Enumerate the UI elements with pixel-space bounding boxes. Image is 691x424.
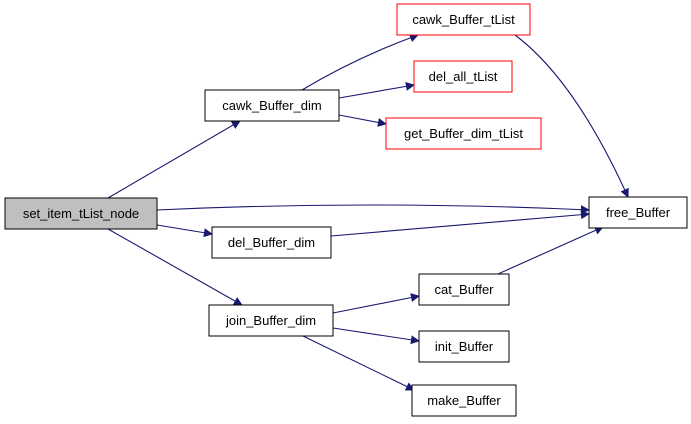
edge-cawk_Buffer_tList-to-free_Buffer: [514, 34, 629, 198]
edge-join_Buffer_dim-to-cat_Buffer: [332, 293, 420, 314]
edge-arrow: [302, 335, 415, 391]
edge-arrow: [514, 34, 629, 198]
edge-set_item_tList_node-to-free_Buffer: [156, 204, 590, 215]
node-make_Buffer[interactable]: make_Buffer: [411, 384, 517, 417]
edge-arrow: [107, 228, 243, 306]
node-label: del_all_tList: [429, 69, 498, 84]
node-free_Buffer[interactable]: free_Buffer: [588, 196, 688, 229]
edge-arrow: [497, 226, 604, 275]
edge-arrow: [332, 293, 420, 314]
node-box[interactable]: [204, 89, 340, 122]
node-box[interactable]: [385, 117, 542, 150]
node-join_Buffer_dim[interactable]: join_Buffer_dim: [208, 304, 334, 337]
edge-arrow: [332, 327, 420, 345]
edge-arrow: [156, 224, 213, 238]
edge-join_Buffer_dim-to-init_Buffer: [332, 327, 420, 345]
node-label: init_Buffer: [435, 339, 494, 354]
node-box[interactable]: [588, 196, 688, 229]
edge-cawk_Buffer_dim-to-get_Buffer_dim_tList: [338, 114, 387, 127]
node-box[interactable]: [4, 197, 158, 230]
node-label: free_Buffer: [606, 205, 671, 220]
node-label: set_item_tList_node: [23, 206, 139, 221]
node-cawk_Buffer_dim[interactable]: cawk_Buffer_dim: [204, 89, 340, 122]
node-box[interactable]: [418, 273, 510, 306]
node-box[interactable]: [396, 3, 531, 36]
edge-arrow: [338, 114, 387, 127]
edge-del_Buffer_dim-to-free_Buffer: [330, 210, 590, 237]
edge-cawk_Buffer_dim-to-cawk_Buffer_tList: [301, 33, 419, 91]
nodes-layer: set_item_tList_node cawk_Buffer_dim del_Bu…: [4, 3, 688, 417]
node-label: get_Buffer_dim_tList: [404, 126, 523, 141]
node-label: cawk_Buffer_tList: [412, 12, 515, 27]
edge-arrow: [107, 120, 241, 199]
node-init_Buffer[interactable]: init_Buffer: [418, 330, 510, 363]
node-get_Buffer_dim_tList[interactable]: get_Buffer_dim_tList: [385, 117, 542, 150]
node-box[interactable]: [411, 384, 517, 417]
node-label: make_Buffer: [427, 393, 501, 408]
node-del_Buffer_dim[interactable]: del_Buffer_dim: [211, 226, 332, 259]
edges-layer: [107, 33, 629, 391]
node-box[interactable]: [211, 226, 332, 259]
node-del_all_tList[interactable]: del_all_tList: [413, 60, 513, 93]
edge-set_item_tList_node-to-del_Buffer_dim: [156, 224, 213, 238]
edge-set_item_tList_node-to-cawk_Buffer_dim: [107, 120, 241, 199]
edge-cawk_Buffer_dim-to-del_all_tList: [338, 81, 415, 99]
edge-cat_Buffer-to-free_Buffer: [497, 226, 604, 275]
node-label: del_Buffer_dim: [228, 235, 315, 250]
node-cat_Buffer[interactable]: cat_Buffer: [418, 273, 510, 306]
edge-arrow: [156, 204, 590, 215]
node-cawk_Buffer_tList[interactable]: cawk_Buffer_tList: [396, 3, 531, 36]
node-label: join_Buffer_dim: [225, 313, 316, 328]
node-box[interactable]: [208, 304, 334, 337]
node-label: cat_Buffer: [434, 282, 494, 297]
edge-join_Buffer_dim-to-make_Buffer: [302, 335, 415, 391]
edge-arrow: [301, 33, 419, 91]
node-box[interactable]: [418, 330, 510, 363]
node-box[interactable]: [413, 60, 513, 93]
edge-arrow: [338, 81, 415, 99]
edge-set_item_tList_node-to-join_Buffer_dim: [107, 228, 243, 306]
node-set_item_tList_node[interactable]: set_item_tList_node: [4, 197, 158, 230]
edge-arrow: [330, 210, 590, 237]
node-label: cawk_Buffer_dim: [222, 98, 321, 113]
